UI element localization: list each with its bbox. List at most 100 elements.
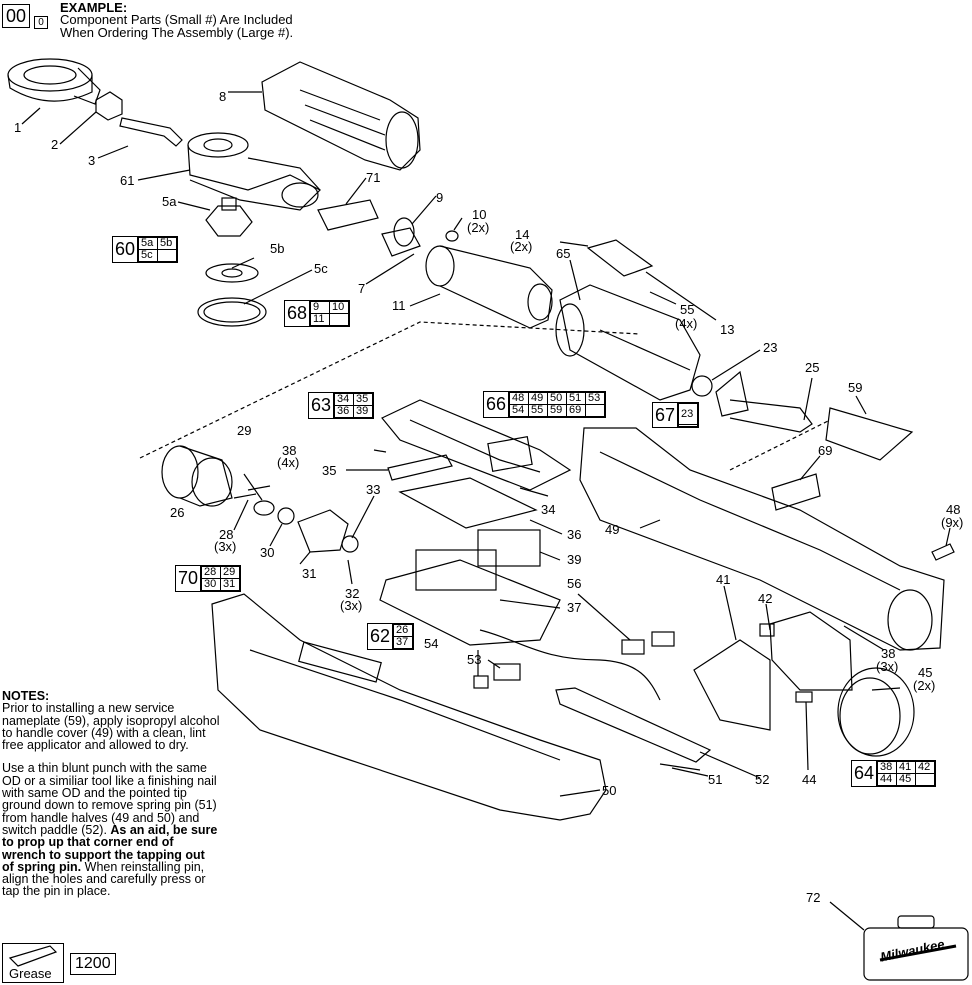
part-cell: 11 [310,313,331,326]
assembly-68-code: 68 [285,301,311,326]
callout-42: 42 [758,591,773,606]
part-cell: 51 [566,392,587,405]
part-cell: 37 [393,636,414,649]
callout-33: 33 [366,482,381,497]
callout-49: 49 [605,522,620,537]
callout-31: 31 [302,566,317,581]
callout-59: 59 [848,380,863,395]
callout-10: 10 [472,207,487,222]
callout-56: 56 [567,576,582,591]
part-cell: 26 [393,624,414,637]
part-cell: 45 [896,773,917,786]
callout-8: 8 [219,89,227,104]
callout-23: 23 [763,340,778,355]
part-cell: 5c [138,249,159,262]
part-cell: 49 [528,392,549,405]
callout-65: 65 [556,246,571,261]
callout-29: 29 [237,423,252,438]
example-assembly-code: 00 [2,4,31,28]
assembly-67-code: 67 [653,403,679,427]
part-cell: 69 [566,404,587,417]
assembly-67-parts: 23 [678,402,699,427]
callout-36: 36 [567,527,582,542]
assembly-62-parts: 26 37 [393,624,414,649]
assembly-66-parts: 48 49 50 51 53 54 55 59 69 [509,392,606,417]
notes-p2-bold: As an aid, be sure to prop up that corne… [2,822,218,874]
callout-35: 35 [322,463,337,478]
example-title: EXAMPLE: [60,0,128,15]
part-cell: 36 [334,405,355,418]
part-cell: 28 [201,566,222,579]
callout-45-qty: (2x) [913,678,936,693]
callout-39: 39 [567,552,582,567]
callout-38-top-qty: (4x) [277,455,300,470]
example-line-2: When Ordering The Assembly (Large #). [60,25,294,40]
callout-14-qty: (2x) [510,239,533,254]
callout-28-qty: (3x) [214,539,237,554]
part-cell [585,404,606,417]
part-cell: 39 [353,405,374,418]
callout-11: 11 [392,298,406,313]
callout-26: 26 [170,505,185,520]
callout-45: 45 [918,665,933,680]
assembly-64: 64 38 41 42 44 45 [851,760,937,787]
part-cell: 5b [157,237,178,250]
part-cell: 54 [509,404,530,417]
assembly-63-code: 63 [309,393,335,418]
assembly-62: 62 26 37 [367,623,415,650]
part-cell: 48 [509,392,530,405]
part-cell [329,313,350,326]
part-cell: 9 [310,301,331,314]
callout-38-right-qty: (3x) [876,659,899,674]
part-cell [157,249,178,262]
notes-paragraph-2: Use a thin blunt punch with the same OD … [2,762,220,897]
callout-52: 52 [755,772,770,787]
callout-50: 50 [602,783,617,798]
assembly-64-parts: 38 41 42 44 45 [877,761,936,786]
part-cell: 34 [334,393,355,406]
assembly-66: 66 48 49 50 51 53 54 55 59 69 [483,391,607,418]
callout-2: 2 [51,137,59,152]
callout-9: 9 [436,190,444,205]
part-cell: 29 [220,566,241,579]
assembly-64-code: 64 [852,761,878,786]
notes-title: NOTES: [2,689,50,703]
callout-55: 55 [680,302,695,317]
part-cell: 55 [528,404,549,417]
callout-5b: 5b [270,241,285,256]
part-cell: 31 [220,578,241,591]
callout-69: 69 [818,443,833,458]
example-component-code: 0 [34,16,48,29]
callout-28: 28 [219,527,234,542]
grease-code: 1200 [70,953,116,975]
callout-30: 30 [260,545,275,560]
callout-38-top: 38 [282,443,297,458]
callout-32: 32 [345,586,360,601]
callout-51: 51 [708,772,723,787]
part-cell: 42 [915,761,936,774]
callout-5a: 5a [162,194,177,209]
callout-41: 41 [716,572,731,587]
part-cell: 53 [585,392,606,405]
callout-55-qty: (4x) [675,316,698,331]
callout-14: 14 [515,227,530,242]
callout-34: 34 [541,502,556,517]
part-cell: 41 [896,761,917,774]
callout-61: 61 [120,173,135,188]
part-cell: 5a [138,237,159,250]
notes-p2-start: Use a thin blunt punch with the same OD … [2,761,217,837]
callout-25: 25 [805,360,820,375]
callout-7: 7 [358,281,366,296]
part-cell: 38 [877,761,898,774]
part-cell: 50 [547,392,568,405]
part-1-ratchet-ring [7,58,101,105]
assembly-60-code: 60 [113,237,139,262]
callout-48: 48 [946,502,961,517]
